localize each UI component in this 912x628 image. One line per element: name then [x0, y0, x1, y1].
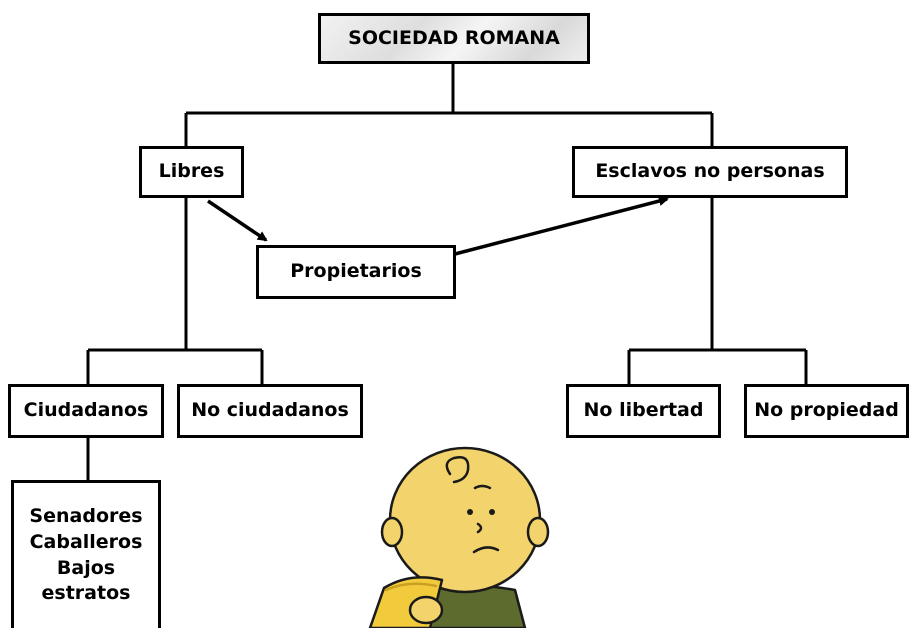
- no-propiedad-label: No propiedad: [754, 399, 899, 422]
- propietarios-label: Propietarios: [290, 260, 422, 283]
- ciudadanos-label: Ciudadanos: [23, 399, 149, 422]
- libres-node: Libres: [139, 146, 244, 198]
- no-ciudadanos-node: No ciudadanos: [177, 384, 363, 438]
- propietarios-node: Propietarios: [256, 245, 456, 299]
- no-libertad-node: No libertad: [566, 384, 721, 438]
- esclavos-node: Esclavos no personas: [572, 146, 848, 198]
- no-propiedad-node: No propiedad: [744, 384, 909, 438]
- root-node: SOCIEDAD ROMANA: [318, 13, 590, 64]
- root-label: SOCIEDAD ROMANA: [348, 26, 560, 49]
- no-ciudadanos-label: No ciudadanos: [191, 399, 349, 422]
- ciudadanos-sub-node: Senadores Caballeros Bajos estratos: [11, 480, 161, 628]
- esclavos-label: Esclavos no personas: [595, 160, 825, 183]
- sub-item-caballeros: Caballeros: [29, 530, 143, 553]
- ciudadanos-node: Ciudadanos: [8, 384, 164, 438]
- sub-item-senadores: Senadores: [29, 505, 143, 528]
- libres-label: Libres: [158, 160, 225, 183]
- sub-item-bajos: Bajos: [56, 556, 116, 579]
- cartoon-boy-reading-icon: [368, 446, 550, 628]
- sub-item-estratos: estratos: [41, 582, 131, 605]
- no-libertad-label: No libertad: [583, 399, 704, 422]
